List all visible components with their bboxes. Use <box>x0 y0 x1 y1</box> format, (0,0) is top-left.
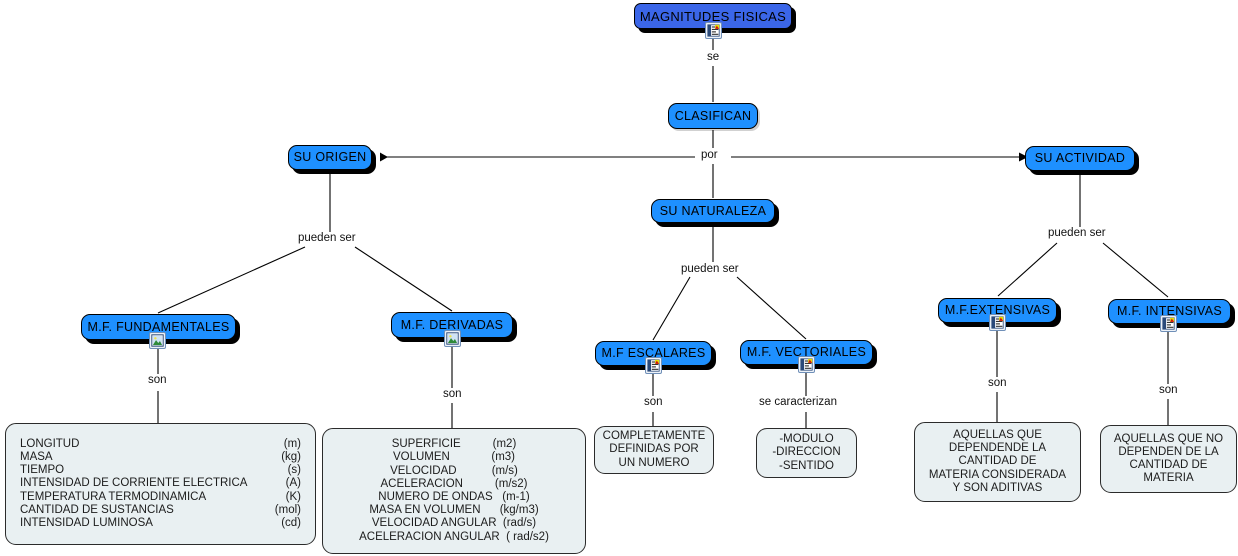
document-icon[interactable] <box>989 314 1006 331</box>
link-label-son-extensivas: son <box>986 377 1009 390</box>
detail-row: UN NUMERO <box>618 456 690 469</box>
link-label-son-escalares: son <box>642 396 665 409</box>
node-label: SU ORIGEN <box>293 150 367 165</box>
node-label: M.F. INTENSIVAS <box>1117 304 1222 319</box>
detail-row: INTENSIDAD LUMINOSA (cd) <box>20 517 301 529</box>
detail-row: DEPENDENDE LA <box>948 442 1047 455</box>
detail-row: SUPERFICIE (m2) <box>391 438 517 451</box>
node-clasifican[interactable]: CLASIFICAN <box>668 103 758 129</box>
detail-row: AQUELLAS QUE NO <box>1113 432 1224 445</box>
node-label: M.F.EXTENSIVAS <box>944 303 1051 318</box>
node-label: SU ACTIVIDAD <box>1034 151 1126 166</box>
document-icon[interactable] <box>645 357 662 374</box>
detail-row: -SENTIDO <box>779 459 834 472</box>
detail-row: MATERIA <box>1143 472 1194 485</box>
link-label-pueden-ser-naturaleza: pueden ser <box>679 263 741 276</box>
detail-row: CANTIDAD DE SUSTANCIAS (mol) <box>20 503 301 516</box>
link-label-pueden-ser-origen: pueden ser <box>296 232 358 245</box>
node-mf-escalares[interactable]: M.F ESCALARES <box>595 341 712 366</box>
detail-row: DEFINIDAS POR <box>609 443 699 456</box>
node-su-actividad[interactable]: SU ACTIVIDAD <box>1025 146 1135 171</box>
node-su-naturaleza[interactable]: SU NATURALEZA <box>651 199 775 223</box>
detail-row: DEPENDEN DE LA <box>1118 445 1219 458</box>
detail-row: -DIRECCION <box>772 446 841 459</box>
link-label-se: se <box>705 51 722 64</box>
detail-row: MATERIA CONSIDERADA <box>928 468 1067 481</box>
detail-row: MASA EN VOLUMEN (kg/m3) <box>369 504 539 517</box>
node-label: MAGNITUDES FISICAS <box>639 8 787 24</box>
detail-row: TEMPERATURA TERMODINAMICA (K) <box>20 490 301 503</box>
detail-row: ACELERACION ANGULAR ( rad/s2) <box>359 530 549 543</box>
link-label-pueden-ser-actividad: pueden ser <box>1046 227 1108 240</box>
node-label: M.F ESCALARES <box>601 346 706 361</box>
detail-row: CANTIDAD DE <box>1129 459 1208 471</box>
document-icon[interactable] <box>1160 315 1177 332</box>
detail-row: INTENSIDAD DE CORRIENTE ELECTRICA (A) <box>20 477 301 490</box>
detail-row: COMPLETAMENTE <box>602 430 706 443</box>
detail-row: -MODULO <box>779 433 834 446</box>
node-label: CLASIFICAN <box>674 108 752 123</box>
node-label: M.F. FUNDAMENTALES <box>87 319 230 334</box>
detail-box-extensivas: AQUELLAS QUE DEPENDENDE LA CANTIDAD DE M… <box>914 422 1081 502</box>
node-mf-vectoriales[interactable]: M.F. VECTORIALES <box>740 340 873 365</box>
link-label-son-fundamentales: son <box>146 374 169 387</box>
detail-row: VELOCIDAD (m/s) <box>390 464 518 477</box>
detail-row: TIEMPO (s) <box>20 464 301 477</box>
detail-row: LONGITUD (m) <box>20 437 301 450</box>
node-label: M.F. DERIVADAS <box>400 317 504 332</box>
detail-box-vectoriales: -MODULO -DIRECCION -SENTIDO <box>756 428 857 478</box>
document-icon[interactable] <box>705 22 722 39</box>
detail-row: NUMERO DE ONDAS (m-1) <box>378 491 530 503</box>
link-label-se-caracterizan: se caracterizan <box>757 396 839 409</box>
link-label-son-derivadas: son <box>441 388 464 401</box>
picture-icon[interactable] <box>444 330 461 347</box>
picture-icon[interactable] <box>149 332 166 349</box>
detail-box-intensivas: AQUELLAS QUE NO DEPENDEN DE LA CANTIDAD … <box>1100 425 1237 493</box>
link-label-por: por <box>699 149 720 162</box>
detail-row: Y SON ADITIVAS <box>952 481 1043 494</box>
detail-row: AQUELLAS QUE <box>953 428 1042 441</box>
detail-row: CANTIDAD DE <box>958 455 1037 468</box>
detail-box-derivadas: SUPERFICIE (m2) VOLUMEN (m3) VELOCIDAD (… <box>322 428 586 554</box>
node-label: M.F. VECTORIALES <box>746 345 867 360</box>
detail-box-escalares: COMPLETAMENTE DEFINIDAS POR UN NUMERO <box>594 426 714 474</box>
detail-row: ACELERACION (m/s2) <box>380 477 528 490</box>
detail-box-fundamentales: LONGITUD (m) MASA (kg) TIEMPO (s) INTENS… <box>5 423 316 545</box>
detail-row: VELOCIDAD ANGULAR (rad/s) <box>371 517 537 530</box>
node-label: SU NATURALEZA <box>659 203 767 218</box>
node-su-origen[interactable]: SU ORIGEN <box>288 145 372 170</box>
detail-row: VOLUMEN (m3) <box>392 451 516 464</box>
link-label-son-intensivas: son <box>1157 384 1180 397</box>
document-icon[interactable] <box>798 356 815 373</box>
detail-row: MASA (kg) <box>20 450 301 463</box>
